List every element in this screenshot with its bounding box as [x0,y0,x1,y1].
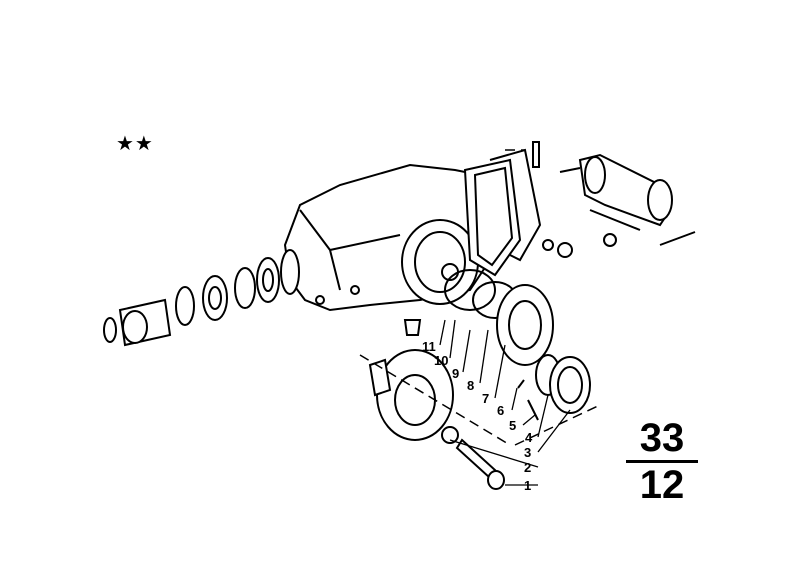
dashed-guides [359,149,601,446]
pinion-bearings [103,249,300,347]
part-label-4[interactable]: 4 [525,430,533,445]
part-label-10[interactable]: 10 [434,353,449,368]
group-number: 33 [639,416,685,460]
part-label-7[interactable]: 7 [482,391,490,406]
part-label-2[interactable]: 2 [524,460,532,475]
part-label-9[interactable]: 9 [452,366,460,381]
part-label-5[interactable]: 5 [509,418,517,433]
sub-group-number: 12 [639,463,685,507]
part-label-3[interactable]: 3 [524,445,532,460]
group-number-badge: 33 12 [622,418,702,505]
marker-stars: ★★ [116,133,154,155]
differential-housing [283,163,492,312]
part-label-11[interactable]: 11 [422,339,436,354]
part-label-1[interactable]: 1 [524,478,532,493]
side-cover-flange [444,269,591,421]
part-label-6[interactable]: 6 [497,403,505,418]
cover-gasket [463,148,542,277]
part-label-8[interactable]: 8 [467,378,475,393]
leader-lines [439,319,571,486]
mount-bracket [532,141,696,258]
fraction-divider [626,460,698,463]
